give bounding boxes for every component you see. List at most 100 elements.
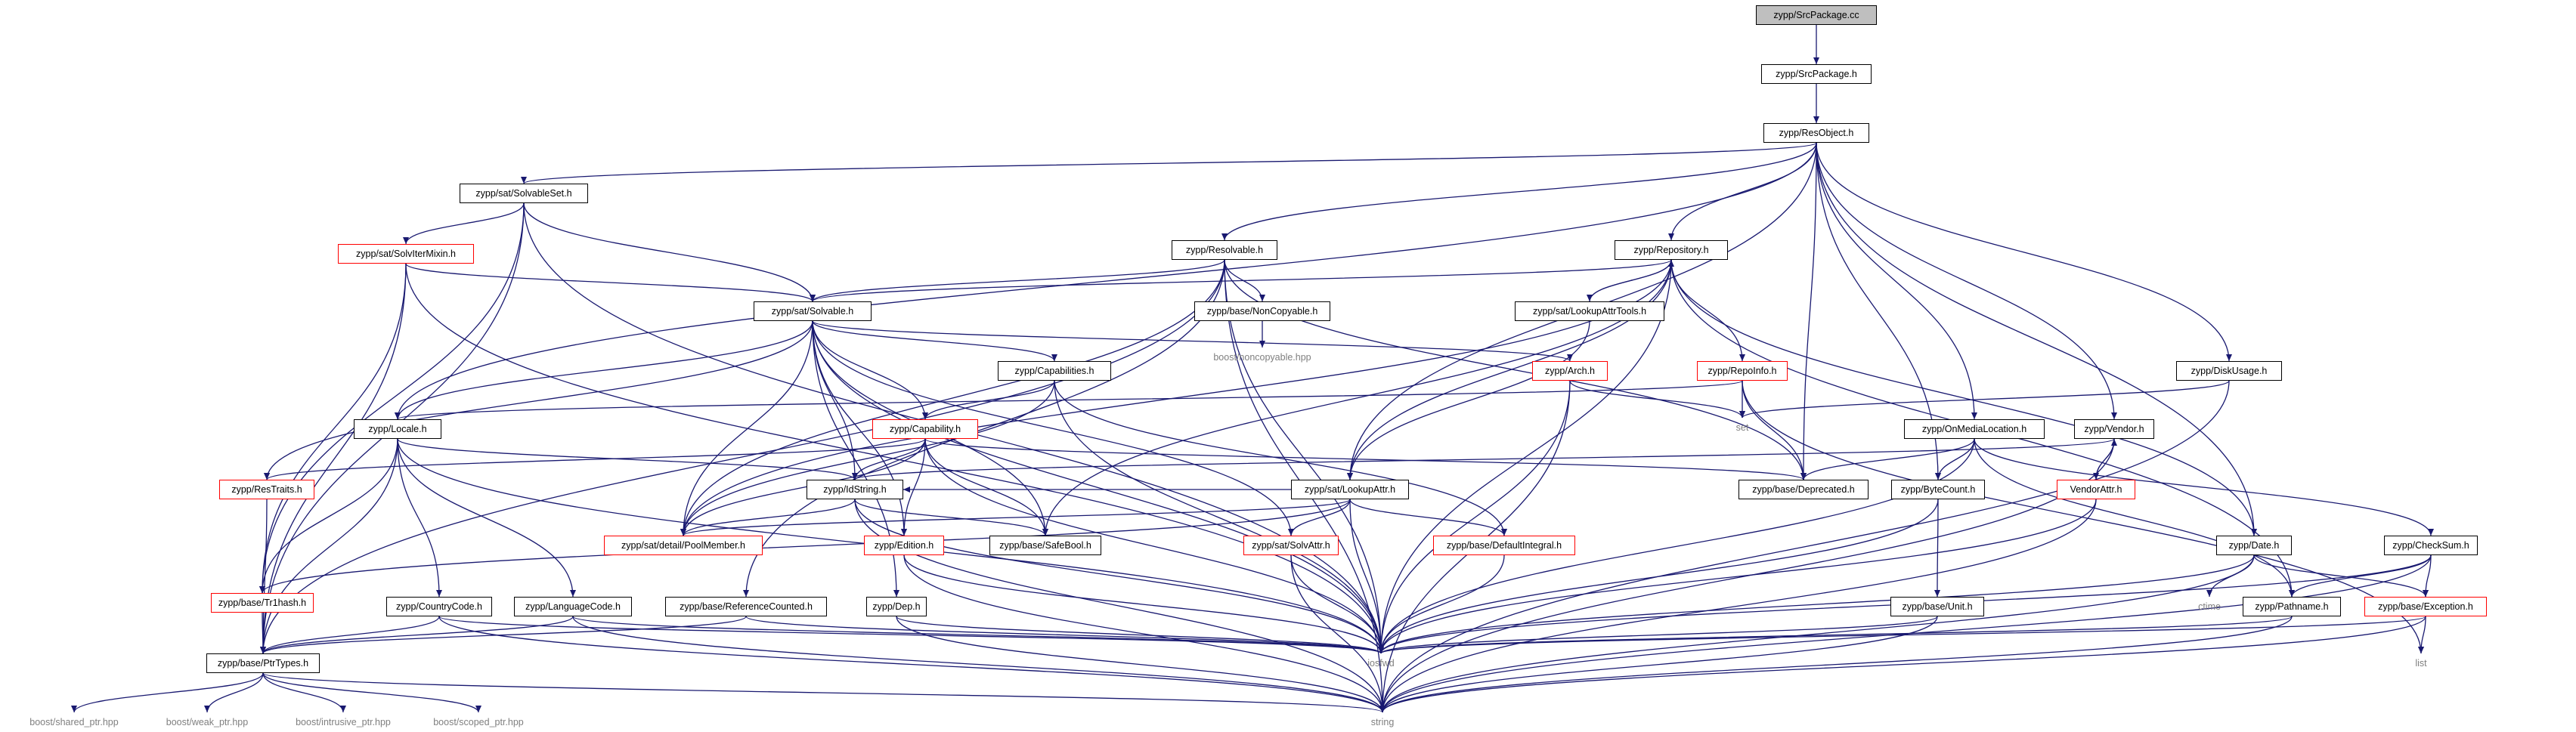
edge-repoinfo-to-locale: [395, 380, 1743, 420]
edge-diskusage-to-set: [1739, 380, 2230, 419]
edge-bytecount-to-iosfwd: [1378, 499, 1939, 654]
node-vendorattr[interactable]: VendorAttr.h: [2057, 480, 2135, 499]
node-arch[interactable]: zypp/Arch.h: [1532, 361, 1608, 381]
node-diskusage[interactable]: zypp/DiskUsage.h: [2176, 361, 2282, 381]
edge-capabilities-to-poolmember: [680, 380, 1055, 536]
node-locale[interactable]: zypp/Locale.h: [354, 419, 441, 439]
node-onmedialocation[interactable]: zypp/OnMediaLocation.h: [1904, 419, 2045, 439]
node-poolmember[interactable]: zypp/sat/detail/PoolMember.h: [604, 536, 763, 555]
edge-solvable-to-restraits: [264, 320, 813, 480]
node-solvableset[interactable]: zypp/sat/SolvableSet.h: [460, 184, 588, 203]
edge-solvable-to-dep: [812, 320, 899, 598]
edge-resolvable-to-solvable: [810, 259, 1225, 302]
edge-ptrtypes-to-shared-ptr: [71, 672, 264, 713]
node-lookupattrtools[interactable]: zypp/sat/LookupAttrTools.h: [1515, 301, 1664, 321]
edge-ptrtypes-to-weak-ptr: [204, 672, 264, 713]
edge-resobject-to-bytecount: [1816, 142, 1941, 480]
node-restraits[interactable]: zypp/ResTraits.h: [219, 480, 314, 499]
edge-resolvable-to-iosfwd: [1224, 259, 1384, 654]
edge-diskusage-to-string: [1379, 380, 2230, 713]
edge-capability-to-poolmember: [680, 438, 926, 536]
node-shared-ptr: boost/shared_ptr.hpp: [29, 717, 119, 727]
edge-exception-to-list: [2418, 616, 2426, 654]
node-refcounted[interactable]: zypp/base/ReferenceCounted.h: [665, 597, 827, 616]
edge-vendor-to-idstring: [852, 438, 2115, 480]
node-exception[interactable]: zypp/base/Exception.h: [2364, 597, 2487, 616]
node-date[interactable]: zypp/Date.h: [2216, 536, 2292, 555]
node-defaultintegral[interactable]: zypp/base/DefaultIntegral.h: [1433, 536, 1575, 555]
edge-vendorattr-to-vendor: [2095, 438, 2117, 480]
edge-resobject-to-solvableset: [521, 142, 1817, 184]
node-safebool[interactable]: zypp/base/SafeBool.h: [989, 536, 1101, 555]
edge-idstring-to-poolmember: [680, 499, 856, 536]
edge-ptrtypes-to-intrusive-ptr: [262, 672, 346, 713]
node-vendor[interactable]: zypp/Vendor.h: [2074, 419, 2154, 439]
node-weak-ptr: boost/weak_ptr.hpp: [166, 717, 249, 727]
edge-exception-to-string: [1379, 616, 2426, 713]
edge-vendorattr-to-string: [1379, 499, 2097, 713]
node-scoped-ptr: boost/scoped_ptr.hpp: [433, 717, 524, 727]
node-srcpackage-h[interactable]: zypp/SrcPackage.h: [1761, 64, 1872, 84]
edge-lookupattr-to-trihash: [259, 499, 1351, 594]
edge-capabilities-to-capability: [922, 380, 1055, 420]
edge-solvableset-to-solvable: [523, 202, 816, 302]
node-capabilities[interactable]: zypp/Capabilities.h: [998, 361, 1111, 381]
edge-solvable-to-arch: [812, 320, 1573, 362]
edge-dep-to-iosfwd: [896, 616, 1384, 654]
edge-languagecode-to-iosfwd: [572, 616, 1384, 654]
node-dep[interactable]: zypp/Dep.h: [866, 597, 927, 616]
node-solvattr[interactable]: zypp/sat/SolvAttr.h: [1243, 536, 1339, 555]
node-repoinfo[interactable]: zypp/RepoInfo.h: [1697, 361, 1788, 381]
node-list: list: [2415, 658, 2427, 669]
node-ptrtypes[interactable]: zypp/base/PtrTypes.h: [206, 653, 320, 673]
edge-lookupattr-to-poolmember: [680, 499, 1351, 536]
node-repository[interactable]: zypp/Repository.h: [1615, 240, 1728, 260]
edge-repository-to-solvable: [810, 259, 1672, 302]
node-solvitermixin[interactable]: zypp/sat/SolvIterMixin.h: [338, 244, 474, 264]
edge-lookupattr-to-solvattr: [1288, 499, 1351, 536]
node-solvable[interactable]: zypp/sat/Solvable.h: [754, 301, 872, 321]
edge-onmedialocation-to-deprecated: [1800, 438, 1975, 480]
edge-resobject-to-diskusage: [1816, 142, 2232, 362]
node-iosfwd: iosfwd: [1367, 658, 1395, 669]
edge-capabilities-to-defaultintegral: [1054, 380, 1507, 536]
node-idstring[interactable]: zypp/IdString.h: [807, 480, 903, 499]
node-checksum[interactable]: zypp/CheckSum.h: [2384, 536, 2478, 555]
node-resolvable[interactable]: zypp/Resolvable.h: [1172, 240, 1277, 260]
edge-repository-to-iosfwd: [1378, 259, 1672, 654]
node-string: string: [1370, 717, 1395, 727]
edge-locale-to-trihash: [259, 438, 398, 594]
node-resobject[interactable]: zypp/ResObject.h: [1763, 123, 1869, 143]
node-trihash[interactable]: zypp/base/Tr1hash.h: [211, 593, 314, 613]
edge-resobject-to-date: [1816, 142, 2257, 536]
edge-date-to-exception: [2253, 554, 2429, 598]
edge-pathname-to-string: [1379, 616, 2293, 713]
edge-repository-to-lookupattr: [1347, 259, 1672, 480]
node-srcpackage-cc[interactable]: zypp/SrcPackage.cc: [1756, 5, 1877, 25]
edge-restraits-to-ptrtypes: [260, 499, 268, 654]
edge-unit-to-iosfwd: [1378, 616, 1938, 654]
node-bytecount[interactable]: zypp/ByteCount.h: [1891, 480, 1985, 499]
edge-locale-to-languagecode: [397, 438, 576, 598]
node-set: set: [1735, 422, 1749, 433]
edge-onmedialocation-to-pathname: [1974, 438, 2295, 598]
node-lookupattr[interactable]: zypp/sat/LookupAttr.h: [1291, 480, 1409, 499]
node-deprecated[interactable]: zypp/base/Deprecated.h: [1738, 480, 1869, 499]
edge-resolvable-to-poolmember: [680, 259, 1225, 536]
edge-countrycode-to-ptrtypes: [260, 616, 440, 654]
node-capability[interactable]: zypp/Capability.h: [872, 419, 978, 439]
edge-resobject-to-resolvable: [1221, 142, 1817, 241]
node-unit[interactable]: zypp/base/Unit.h: [1890, 597, 1984, 616]
edge-date-to-string: [1379, 554, 2255, 713]
edge-defaultintegral-to-iosfwd: [1378, 554, 1505, 654]
node-countrycode[interactable]: zypp/CountryCode.h: [386, 597, 492, 616]
edge-onmedialocation-to-bytecount: [1935, 438, 1975, 480]
edge-languagecode-to-string: [572, 616, 1386, 713]
node-edition[interactable]: zypp/Edition.h: [864, 536, 944, 555]
node-ctime: ctime: [2198, 601, 2221, 612]
node-languagecode[interactable]: zypp/LanguageCode.h: [514, 597, 632, 616]
edge-checksum-to-pathname: [2289, 554, 2432, 598]
node-noncopyable[interactable]: zypp/base/NonCopyable.h: [1194, 301, 1330, 321]
node-pathname[interactable]: zypp/Pathname.h: [2243, 597, 2341, 616]
